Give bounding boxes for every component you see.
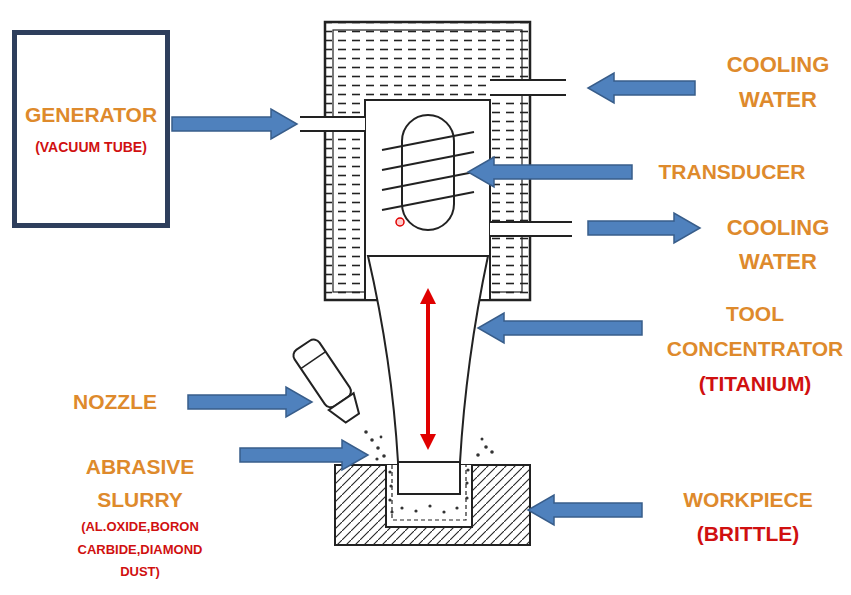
grain (476, 453, 480, 457)
grain (466, 468, 469, 471)
grain (465, 481, 468, 484)
part-label: ABRASIVE SLURRY (74, 450, 206, 516)
grain (390, 510, 393, 513)
grain (414, 509, 417, 512)
leader-arrows (172, 73, 700, 525)
grain (481, 438, 484, 441)
grain (484, 445, 488, 449)
part-label: TRANSDUCER (634, 157, 830, 187)
grain (382, 454, 386, 458)
grain (490, 450, 494, 454)
grain (388, 470, 391, 473)
pipe-wall (490, 94, 566, 96)
material-note: (TITANIUM) (662, 372, 848, 395)
grain (442, 510, 445, 513)
nozzle-tip (329, 393, 365, 426)
box-subtitle: (VACUUM TUBE) (35, 138, 147, 156)
grain (389, 484, 392, 487)
marker-dot (396, 218, 404, 226)
cable-duct-wall (300, 130, 365, 132)
grain (364, 430, 368, 434)
part-label: COOLING WATER (716, 47, 841, 117)
leader-arrow (172, 109, 297, 139)
nozzle-symbol (291, 337, 365, 427)
coil-turn (382, 172, 474, 190)
abrasive-grains (364, 430, 494, 513)
nozzle-band (301, 352, 326, 369)
pipe-wall (490, 235, 572, 237)
leader-arrow (528, 495, 642, 525)
vibration-arrow (420, 288, 436, 450)
box-title: GENERATOR (25, 102, 157, 128)
vibration-shaft (426, 300, 430, 438)
transducer-symbol (382, 115, 474, 230)
leader-arrow (188, 387, 312, 417)
grain (465, 496, 468, 499)
part-label: COOLING WATER (716, 211, 841, 279)
coil-turn (382, 152, 474, 170)
grain (455, 506, 458, 509)
part-label: TOOL CONCENTRATOR (662, 296, 848, 366)
transducer-core (402, 115, 454, 230)
leader-arrow (240, 440, 368, 470)
generator-box: GENERATOR (VACUUM TUBE) (12, 30, 170, 228)
material-note: (AL.OXIDE,BORON CARBIDE,DIAMOND DUST) (72, 516, 208, 584)
grain (388, 498, 391, 501)
tool-tip (398, 462, 460, 494)
material-note: (BRITTLE) (650, 522, 846, 545)
coil-turn (382, 192, 474, 210)
leader-arrow (588, 73, 695, 103)
leader-arrow (468, 157, 632, 187)
coil-turn (382, 132, 474, 150)
cable-duct-wall (300, 116, 365, 118)
cable-duct (300, 117, 365, 131)
part-label: NOZZLE (50, 387, 180, 417)
tool-horn (368, 256, 488, 462)
arrow-head (420, 434, 436, 450)
water-inlet-pipe (490, 80, 566, 95)
leader-arrow (588, 213, 700, 243)
pipes (300, 80, 572, 236)
grain (380, 436, 383, 439)
water-outlet-pipe (490, 222, 572, 236)
part-label: WORKPIECE (650, 485, 846, 515)
pipe-wall (490, 79, 566, 81)
grain (375, 457, 378, 460)
grain (400, 506, 403, 509)
grain (376, 446, 380, 450)
arrow-head (420, 288, 436, 304)
pipe-wall (490, 221, 572, 223)
leader-arrow (478, 313, 642, 343)
grain (370, 438, 374, 442)
grain (428, 504, 431, 507)
